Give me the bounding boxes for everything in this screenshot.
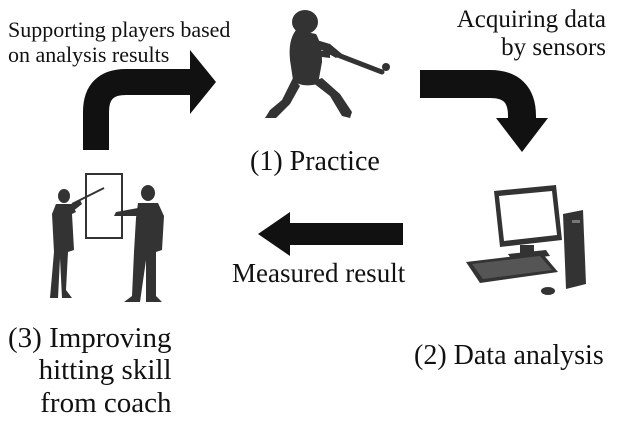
acquire-line-1: Acquiring data [456,6,606,33]
arrow-right-down-icon [420,70,548,152]
measured-result-label: Measured result [232,258,406,288]
coach-presentation-icon [50,173,164,302]
support-players-label: Supporting players based on analysis res… [8,17,231,67]
arrow-left-icon [258,212,403,256]
acquire-data-label: Acquiring data by sensors [457,6,606,62]
support-line-2: on analysis results [8,41,170,67]
acquire-line-2: by sensors [501,34,606,61]
improving-skill-label: (3) Improving hitting skill from coach [8,322,172,419]
improve-line-3: from coach [40,386,172,419]
improve-line-2: hitting skill [38,354,172,387]
data-analysis-label: (2) Data analysis [414,340,604,371]
support-line-1: Supporting players based [8,17,231,42]
improve-line-1: (3) Improving [8,322,172,354]
arrow-up-right-icon [83,50,216,150]
batter-silhouette-icon [265,10,390,118]
practice-label: (1) Practice [250,146,380,177]
computer-icon [466,185,586,295]
